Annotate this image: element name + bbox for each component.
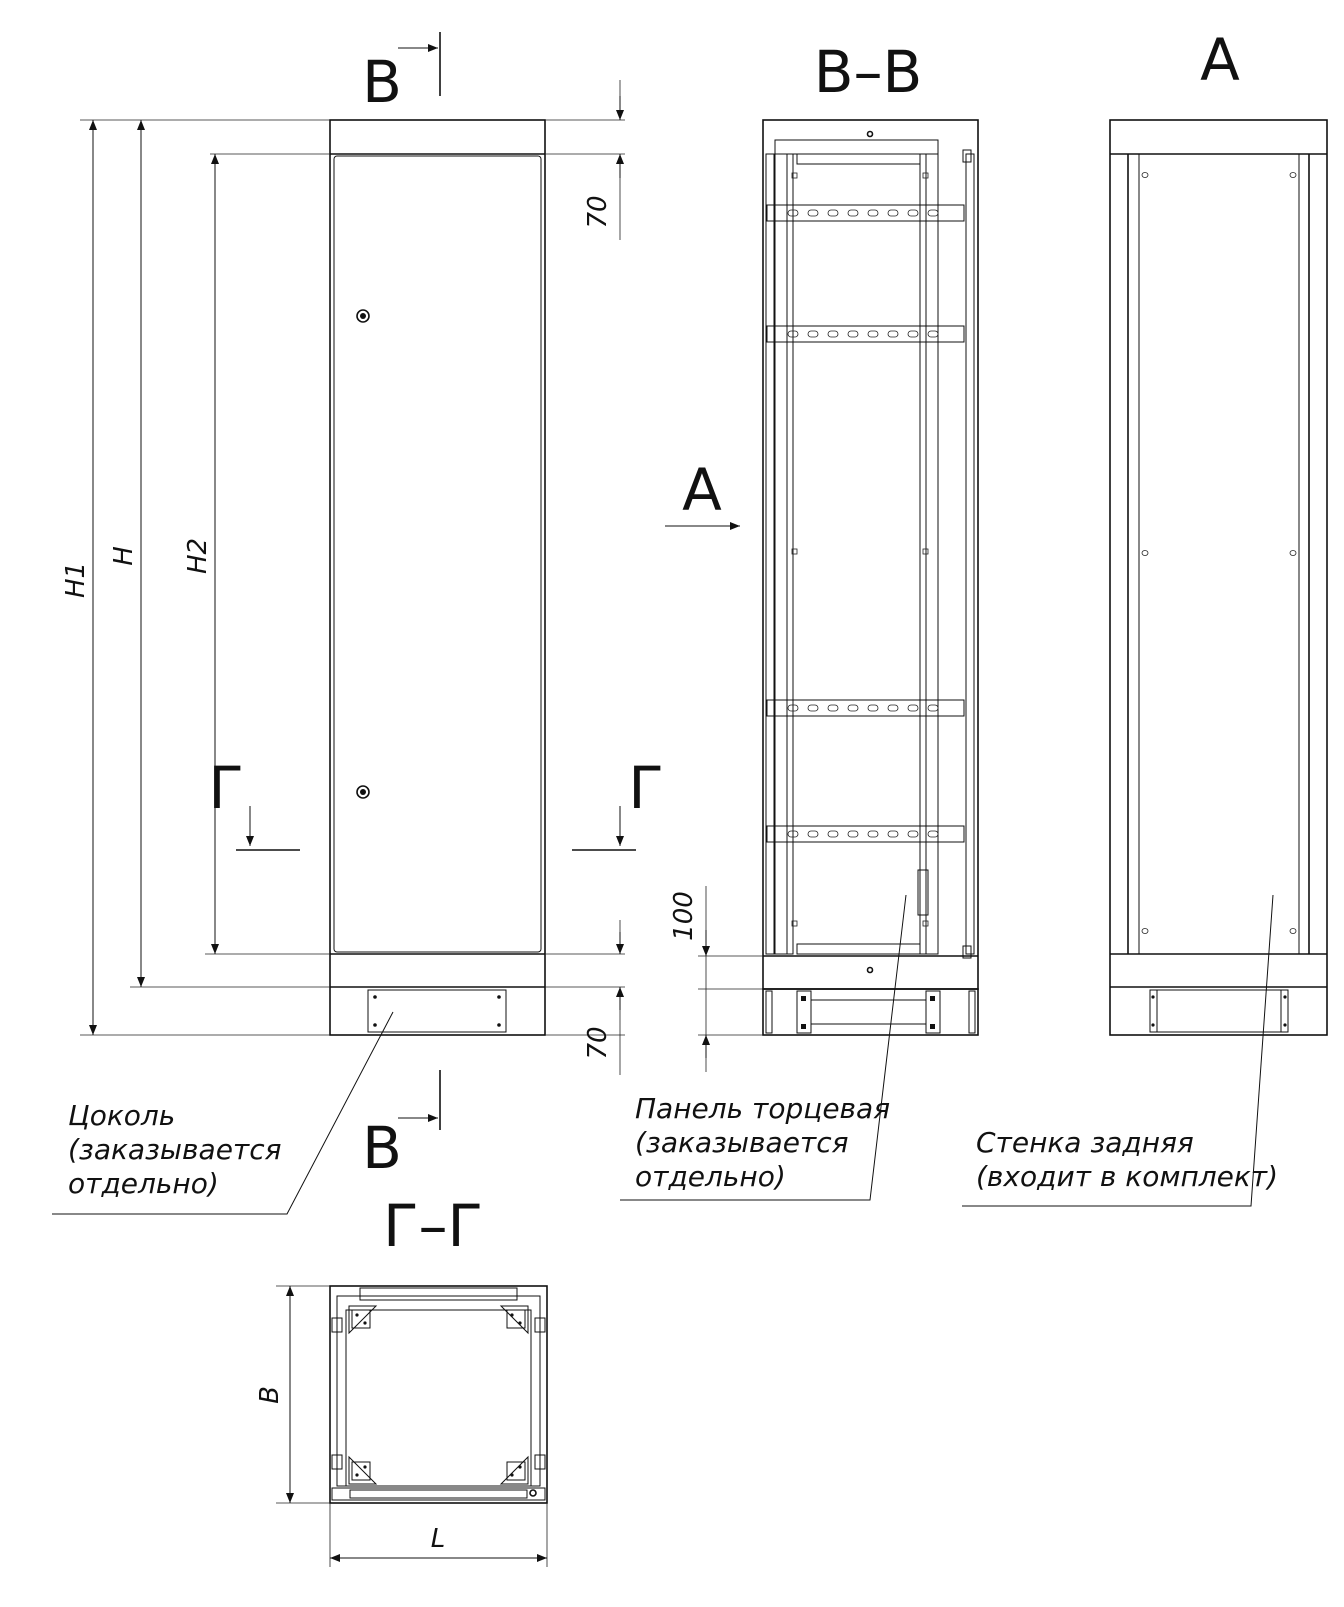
dim-label-l: L [431,1524,446,1554]
leader-plinth [52,1011,394,1215]
plinth-panel [1149,989,1289,1033]
dim-label-h2: H2 [183,538,213,574]
note-plinth-line-2: (заказывается [68,1133,281,1166]
plinth-panel [367,989,507,1033]
section-marker-v-bottom: В [362,1070,441,1182]
section-marker-g-right: Г [572,754,664,851]
end-panel [965,153,975,955]
dim-label-bottom-70: 70 [583,1026,613,1059]
section-gg-title: Г–Г [383,1192,483,1260]
plinth-section [762,988,979,1036]
section-letter-v: В [362,48,402,116]
note-end-panel-line-1: Панель торцевая [635,1092,890,1125]
view-letter-a: А [682,456,722,524]
door-lock-icon [356,785,370,799]
section-vv-title: В–В [814,38,923,106]
dim-label-100: 100 [669,891,699,941]
cabinet-door [333,155,542,953]
rear-frame-outline [1109,119,1328,1036]
door-lock-icon [356,309,370,323]
section-gg-view: Г–Г B [255,1192,548,1567]
leader-end-panel [620,894,907,1201]
section-vv-view: В–В [620,38,979,1201]
section-letter-g: Г [208,754,243,822]
note-end-panel-line-3: отдельно) [635,1160,786,1193]
view-arrow-a: А [665,456,740,530]
frame-outline [762,119,979,990]
note-plinth-line-3: отдельно) [68,1167,219,1200]
dim-label-h1: H1 [61,562,91,598]
end-panel [765,153,775,955]
note-rear-wall-line-2: (входит в комплект) [976,1160,1278,1193]
rear-view-a: А Стенка задняя (входит в комплект) [962,26,1328,1207]
note-end-panel-line-2: (заказывается [635,1126,848,1159]
plan-front-rail [359,1287,518,1301]
dim-label-top-70: 70 [583,195,613,228]
section-marker-g-left: Г [208,754,300,851]
view-a-title: А [1200,26,1240,94]
note-plinth-line-1: Цоколь [68,1099,175,1132]
cabinet-outline [329,119,546,1036]
note-rear-wall-line-1: Стенка задняя [976,1126,1194,1159]
section-letter-v: В [362,1114,402,1182]
leader-rear-wall [962,894,1274,1207]
section-letter-g: Г [628,754,663,822]
dim-label-b: B [255,1386,285,1404]
rear-wall-panel [1138,153,1300,955]
dim-label-h: H [109,546,139,566]
front-view: H1 H H2 70 70 В В Г Г Цоколь (зак [52,32,664,1215]
section-marker-v-top: В [362,32,441,116]
plan-outline [329,1285,548,1504]
